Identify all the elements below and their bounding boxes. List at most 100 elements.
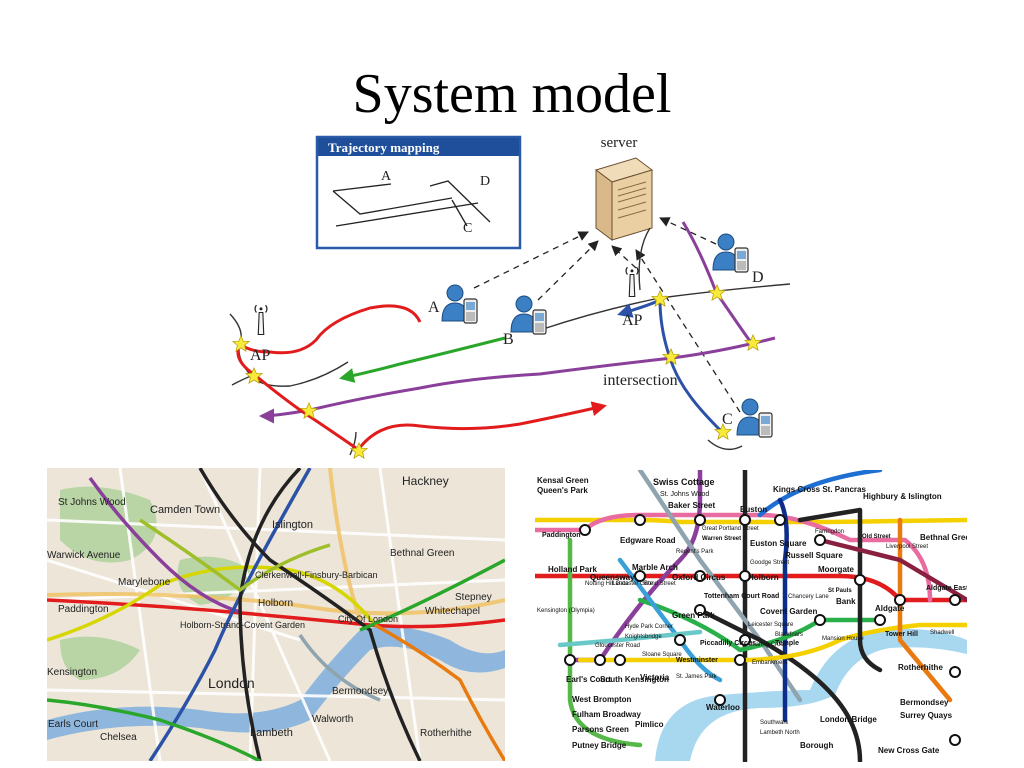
trajectory-red-left	[236, 304, 422, 450]
tube-label: Euston	[740, 505, 767, 514]
tube-label: St Pauls	[828, 588, 852, 594]
tube-label: Surrey Quays	[900, 711, 953, 720]
tube-label: Shadwell	[930, 630, 954, 636]
tube-label: Great Portland Street	[702, 526, 759, 532]
tube-label: Swiss Cottage	[653, 477, 715, 487]
tube-label: Holland Park	[548, 565, 597, 574]
tube-label: Rotherhithe	[898, 663, 943, 672]
tube-label: Warren Street	[702, 536, 741, 542]
map-label: Holborn-Strand-Covent Garden	[180, 620, 305, 630]
intersection-markers	[232, 284, 762, 459]
tube-label: Southwark	[760, 720, 789, 726]
access-point-icon	[254, 304, 268, 336]
tube-label: Old Street	[862, 534, 891, 540]
tube-label: Farringdon	[815, 529, 844, 535]
user-b-icon	[510, 295, 547, 335]
tube-label: Holborn	[748, 573, 779, 582]
map-label: City Of London	[338, 614, 398, 624]
intersection-label: intersection	[603, 372, 678, 389]
tube-label: Tower Hill	[885, 631, 918, 638]
map-label: Chelsea	[100, 732, 137, 743]
user-c-icon	[736, 398, 773, 438]
tube-label: Highbury & Islington	[863, 492, 942, 501]
tube-label: West Brompton	[572, 695, 632, 704]
tube-label: Pimlico	[635, 720, 664, 729]
tube-label: London Bridge	[820, 715, 877, 724]
tube-label: Chancery Lane	[788, 594, 829, 600]
tube-label: Fulham Broadway	[572, 710, 641, 719]
map-label: Lambeth	[250, 727, 293, 739]
access-point-icon	[625, 266, 639, 298]
tube-label: Covent Garden	[760, 607, 817, 616]
tube-label: Kensington (Olympia)	[537, 608, 595, 614]
tube-label: Sloane Square	[642, 652, 682, 658]
tube-label: South Kensington	[600, 675, 669, 684]
street-map: Hackney St Johns Wood Camden Town Isling…	[47, 468, 505, 761]
map-label: Walworth	[312, 714, 353, 725]
map-label: Camden Town	[150, 504, 220, 516]
map-label: Clerkenwell-Finsbury-Barbican	[255, 570, 378, 580]
tube-label: Hyde Park Corner	[625, 624, 673, 630]
map-label: London	[208, 675, 255, 691]
tube-label: Putney Bridge	[572, 741, 627, 750]
server-icon	[594, 157, 654, 241]
tube-label: Victoria	[640, 673, 670, 682]
tube-label: Waterloo	[706, 703, 740, 712]
tube-label: Russell Square	[785, 551, 843, 560]
tube-label: Gloucester Road	[595, 643, 640, 649]
user-label-c: C	[722, 411, 733, 428]
map-label: Hackney	[402, 474, 449, 488]
inset-label-a: A	[381, 169, 392, 184]
inset-label-c: C	[463, 221, 472, 236]
tube-label: Euston Square	[750, 539, 807, 548]
tube-label: Paddington	[542, 532, 581, 539]
tube-label: Moorgate	[818, 565, 855, 574]
tube-label: Embankment	[752, 660, 788, 666]
tube-label: Queen's Park	[537, 486, 588, 495]
map-label: Holborn	[258, 598, 293, 609]
tube-label: Lambeth North	[760, 730, 800, 736]
map-label: Bethnal Green	[390, 548, 455, 559]
tube-label: Notting Hill Gate	[585, 581, 629, 587]
tube-label: Leicester Square	[748, 622, 794, 628]
tube-map: Kensal Green Queen's Park Swiss Cottage …	[535, 470, 975, 762]
tube-label: New Cross Gate	[878, 746, 940, 755]
tube-label: Piccadilly Circus	[700, 640, 756, 647]
ap-label-right: AP	[622, 312, 643, 329]
tube-label: Goodge Street	[750, 560, 789, 566]
trajectory-green	[339, 336, 506, 383]
user-label-d: D	[752, 269, 764, 286]
tube-map-labels: Kensal Green Queen's Park Swiss Cottage …	[537, 476, 975, 755]
map-label: Stepney	[455, 592, 492, 603]
tube-label: Temple	[775, 640, 799, 647]
map-label: Paddington	[58, 604, 109, 615]
tube-label: Tottenham Court Road	[704, 593, 779, 600]
tube-label: Charing Cross	[748, 642, 786, 648]
map-label: Bermondsey	[332, 686, 388, 697]
user-label-a: A	[428, 299, 440, 316]
map-label: Islington	[272, 519, 313, 531]
tube-label: Blackfriars	[775, 632, 803, 638]
street-map-labels: Hackney St Johns Wood Camden Town Isling…	[47, 474, 492, 743]
map-label: Marylebone	[118, 577, 171, 588]
tube-label: Liverpool Street	[886, 544, 928, 550]
tube-label: Knightsbridge	[625, 634, 662, 640]
trajectory-mapping-inset: Trajectory mapping A D C	[315, 135, 522, 250]
tube-label: Parsons Green	[572, 725, 629, 734]
tube-label: Earl's Court	[566, 675, 611, 684]
tube-label: Marble Arch	[632, 563, 678, 572]
ap-label-left: AP	[250, 347, 271, 364]
user-label-b: B	[503, 331, 514, 348]
inset-header: Trajectory mapping	[328, 140, 440, 155]
intersection-star	[708, 284, 726, 301]
tube-label: St. James Park	[676, 674, 718, 680]
trajectory-red-bottom	[356, 401, 607, 451]
map-label: St Johns Wood	[58, 497, 126, 508]
tube-label: St. Johns Wood	[660, 491, 709, 498]
tube-label: Oxford Circus	[672, 573, 726, 582]
tube-label: Bethnal Green	[920, 533, 975, 542]
tube-label: Bermondsey	[900, 698, 949, 707]
map-label: Kensington	[47, 667, 97, 678]
tube-label: Regent's Park	[676, 549, 714, 555]
